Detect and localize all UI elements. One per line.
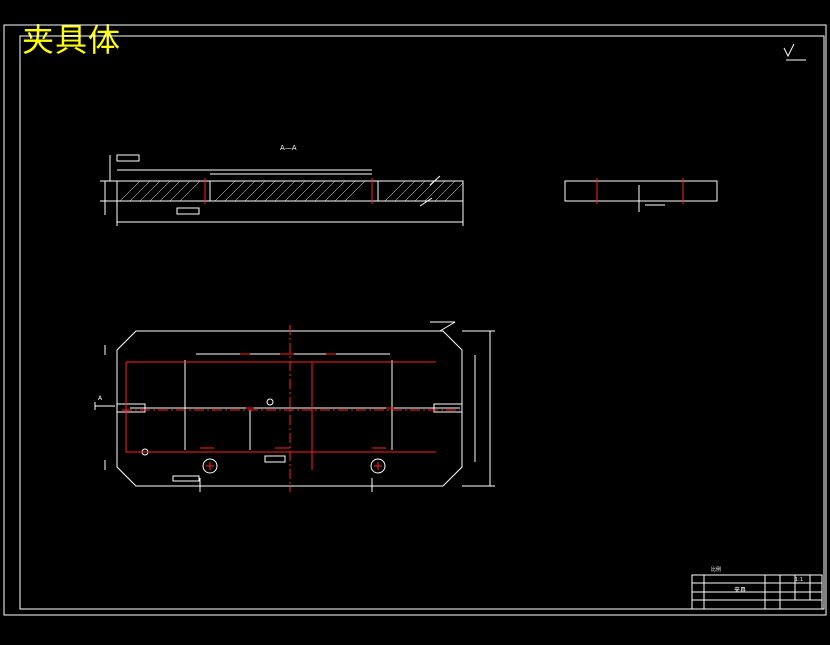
outer-frame bbox=[3, 24, 827, 616]
center-lines bbox=[122, 178, 684, 492]
roughness-symbol bbox=[783, 43, 806, 61]
title-block-scale: 1:1 bbox=[795, 577, 803, 583]
cut-marker-label: A bbox=[98, 395, 103, 402]
plan-view bbox=[94, 321, 495, 492]
side-view bbox=[564, 180, 718, 212]
section-label: A—A bbox=[280, 144, 297, 152]
title-block-part: 夹具 bbox=[734, 586, 746, 594]
title-block bbox=[691, 574, 823, 610]
title-block-scale-label: 比例 bbox=[711, 566, 721, 573]
section-view bbox=[100, 154, 464, 226]
page-title: 夹具体 bbox=[22, 21, 122, 59]
inner-frame bbox=[19, 35, 825, 610]
